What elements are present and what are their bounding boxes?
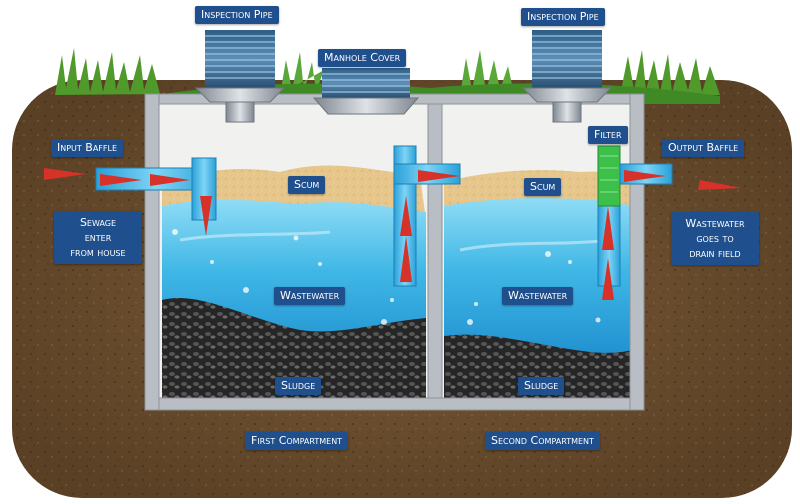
sludge-layer [162, 297, 632, 402]
filter-label: Filter [588, 126, 628, 144]
flow-arrow-icon [44, 168, 742, 300]
bubbles [172, 178, 601, 325]
wastewater-exit-label-line1: Wastewater [685, 217, 745, 230]
wastewater-exit-label: Wastewater goes to drain field [671, 212, 759, 265]
inspection-pipe-icon [521, 30, 613, 123]
wastewater-label-second: Wastewater [502, 287, 574, 305]
sludge-label-first: Sludge [275, 377, 322, 395]
sludge-label-second: Sludge [518, 377, 565, 395]
inspection-pipe-label-right: Inspection Pipe [521, 8, 605, 26]
inspection-pipe-icon [194, 30, 286, 123]
inspection-pipe-label-left: Inspection Pipe [195, 6, 279, 24]
first-compartment-label: First Compartment [245, 432, 349, 450]
wastewater-label-first: Wastewater [274, 287, 346, 305]
manhole-cover-icon [312, 68, 420, 115]
second-compartment-label: Second Compartment [485, 432, 600, 450]
sewage-label-line3: from house [70, 246, 126, 259]
manhole-cover-label: Manhole Cover [318, 49, 407, 67]
sewage-label-line2: enter [84, 231, 112, 244]
sewage-label-line1: Sewage [79, 216, 117, 229]
input-baffle-label: Input Baffle [51, 139, 124, 157]
sewage-label: Sewage enter from house [54, 211, 142, 264]
wastewater-exit-label-line3: drain field [689, 247, 741, 260]
scum-label-second: Scum [524, 178, 562, 196]
scum-label-first: Scum [288, 176, 326, 194]
output-baffle-label: Output Baffle [662, 139, 745, 157]
wastewater-exit-label-line2: goes to [696, 232, 734, 245]
